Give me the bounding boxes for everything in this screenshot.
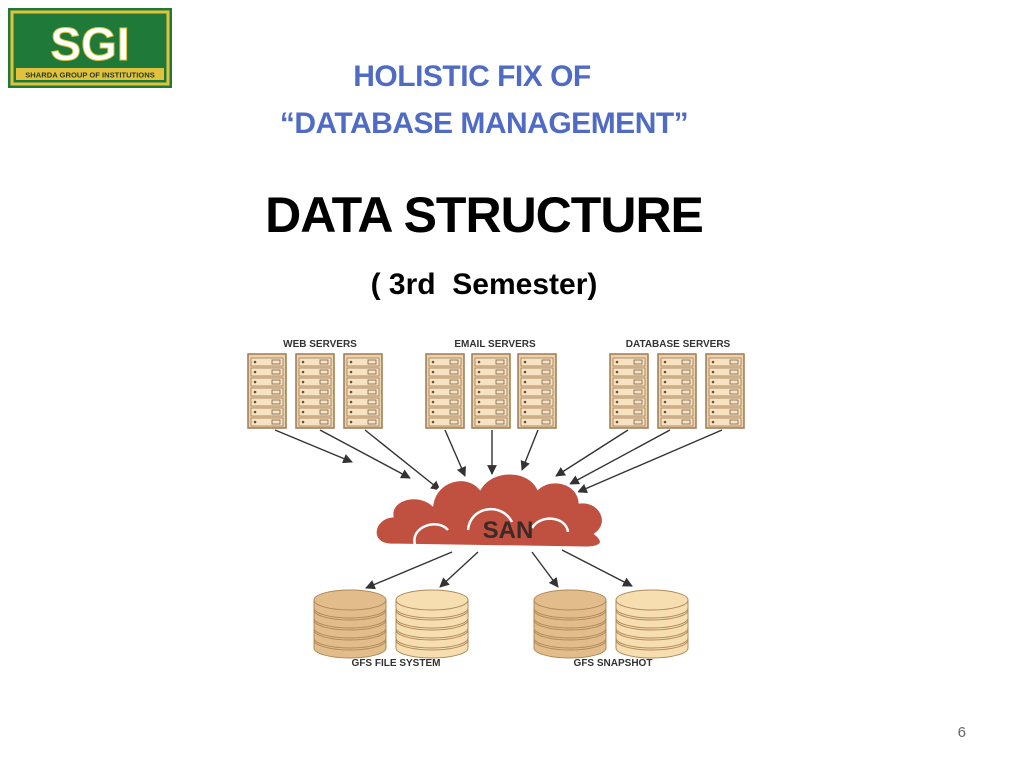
- gfs-snapshot-label: GFS SNAPSHOT: [574, 658, 653, 669]
- sgi-logo: SGI SHARDA GROUP OF INSTITUTIONS: [8, 8, 172, 88]
- arrow-icon: [569, 429, 671, 485]
- arrow-icon: [531, 551, 559, 588]
- server-rack-icon: [425, 353, 465, 429]
- server-rack-icon: [517, 353, 557, 429]
- email-servers-label: EMAIL SERVERS: [454, 339, 536, 350]
- san-architecture-diagram: WEB SERVERS EMAIL SERVERS DATABASE SERVE…: [247, 339, 745, 669]
- logo-text: SGI: [50, 18, 129, 70]
- logo-tagline: SHARDA GROUP OF INSTITUTIONS: [25, 71, 155, 80]
- server-rack-icon: [247, 353, 287, 429]
- server-rack-icon: [295, 353, 335, 429]
- cloud-inner-lobes: [413, 507, 570, 546]
- server-rack-icon: [343, 353, 383, 429]
- arrow-icon: [274, 429, 353, 464]
- storage-disks: [313, 589, 689, 659]
- disk-stack-icon: [313, 589, 387, 659]
- logo-frame: [10, 10, 170, 86]
- san-label: SAN: [483, 517, 534, 544]
- semester-label: ( 3rd Semester): [370, 268, 598, 301]
- server-rack-icon: [471, 353, 511, 429]
- arrow-icon: [577, 429, 723, 494]
- server-rack-icon: [657, 353, 697, 429]
- arrow-icon: [319, 429, 411, 479]
- arrow-icon: [555, 429, 629, 477]
- server-rack-icon: [609, 353, 649, 429]
- arrow-icon: [439, 551, 479, 588]
- arrow-icon: [444, 429, 466, 477]
- gfs-file-system-label: GFS FILE SYSTEM: [352, 658, 441, 669]
- san-cloud: SAN: [373, 471, 605, 550]
- server-racks: [247, 353, 745, 429]
- database-servers-label: DATABASE SERVERS: [626, 339, 731, 350]
- server-rack-icon: [705, 353, 745, 429]
- page-number: 6: [957, 724, 966, 741]
- web-servers-label: WEB SERVERS: [283, 339, 357, 350]
- disk-stack-icon: [395, 589, 469, 659]
- title-line-2: “DATABASE MANAGEMENT”: [279, 107, 689, 140]
- disk-stack-icon: [615, 589, 689, 659]
- arrow-icon: [365, 551, 453, 590]
- title-line-1: HOLISTIC FIX OF: [353, 60, 591, 93]
- arrow-icon: [364, 429, 441, 491]
- subject-title: DATA STRUCTURE: [265, 187, 704, 243]
- cloud-icon: [373, 471, 605, 550]
- arrow-icon: [520, 429, 539, 471]
- disk-stack-icon: [533, 589, 607, 659]
- logo-tagline-band: [16, 68, 164, 80]
- connection-arrows: [274, 429, 723, 590]
- arrow-icon: [561, 549, 633, 587]
